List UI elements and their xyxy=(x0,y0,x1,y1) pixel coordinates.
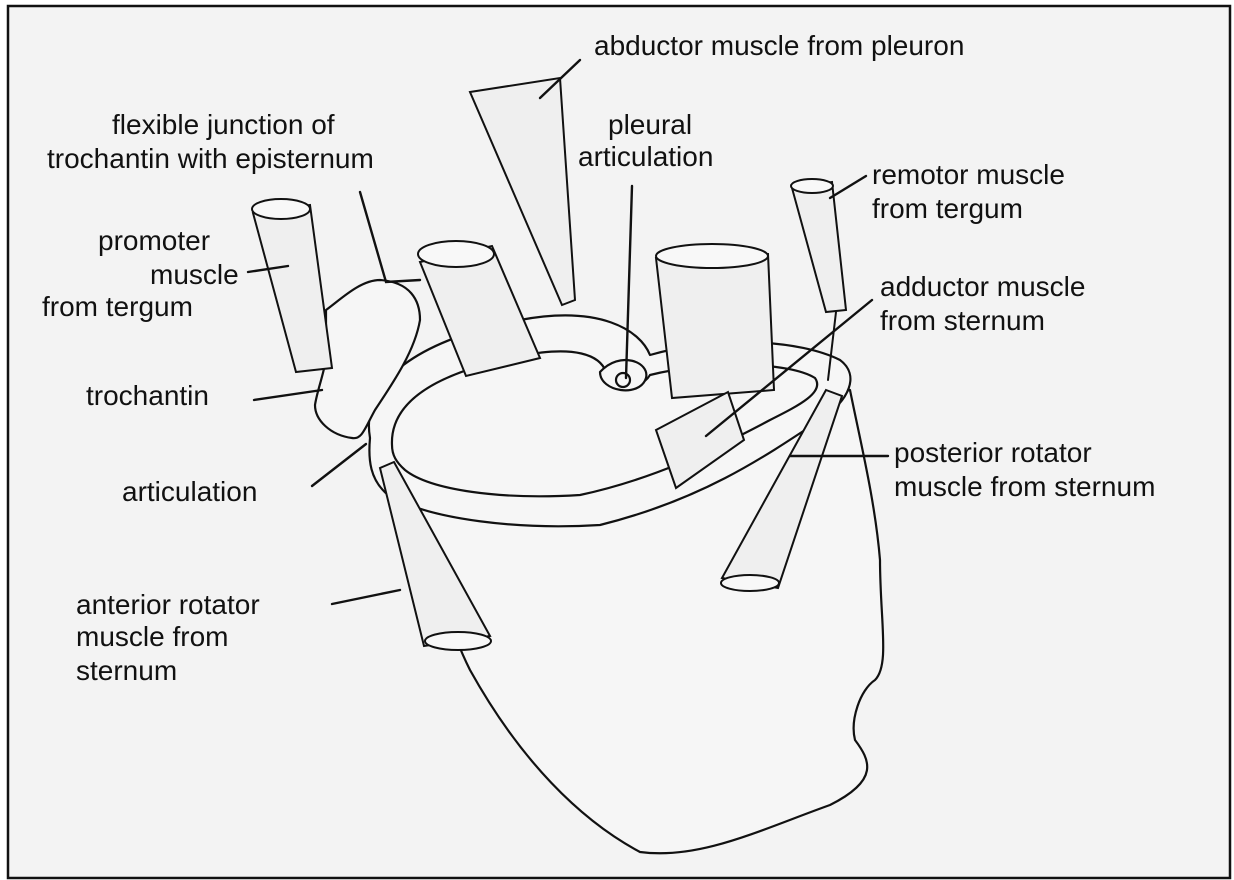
label-adductor-line1: adductor muscle xyxy=(880,271,1085,302)
pleural-articulation-socket xyxy=(616,373,630,387)
label-flexible-junction-line1: flexible junction of xyxy=(112,109,335,140)
label-promoter-line1: promoter xyxy=(98,225,210,256)
label-posterior-rotator-line2: muscle from sternum xyxy=(894,471,1155,502)
label-anterior-rotator-line3: sternum xyxy=(76,655,177,686)
label-promoter-line3: from tergum xyxy=(42,291,193,322)
label-articulation: articulation xyxy=(122,476,257,507)
label-posterior-rotator-line1: posterior rotator xyxy=(894,437,1092,468)
label-pleural-articulation-line2: articulation xyxy=(578,141,713,172)
label-anterior-rotator-line1: anterior rotator xyxy=(76,589,260,620)
label-remotor-line1: remotor muscle xyxy=(872,159,1065,190)
label-abductor-pleuron: abductor muscle from pleuron xyxy=(594,30,964,61)
label-flexible-junction-line2: trochantin with episternum xyxy=(47,143,374,174)
label-anterior-rotator-line2: muscle from xyxy=(76,621,228,652)
label-adductor-line2: from sternum xyxy=(880,305,1045,336)
large-right-muscle xyxy=(656,244,774,398)
label-promoter-line2: muscle xyxy=(150,259,239,290)
label-trochantin: trochantin xyxy=(86,380,209,411)
label-pleural-articulation-line1: pleural xyxy=(608,109,692,140)
label-remotor-line2: from tergum xyxy=(872,193,1023,224)
